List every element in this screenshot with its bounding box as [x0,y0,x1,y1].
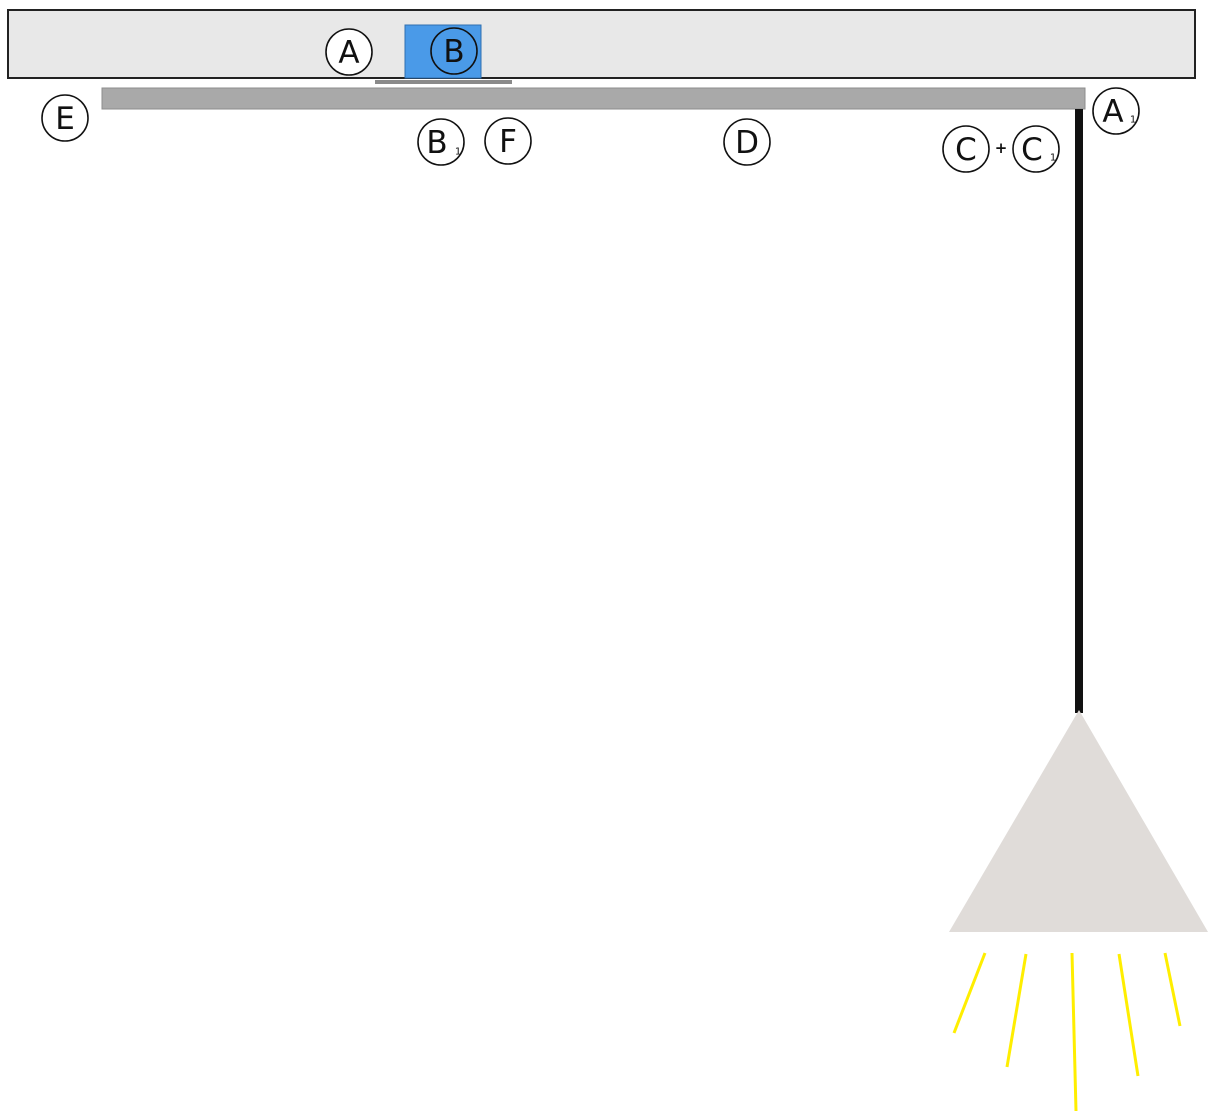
svg-text:1: 1 [1130,115,1136,126]
light-ray [1072,953,1076,1111]
label-a1: A 1 [1093,88,1139,134]
light-ray [954,953,985,1033]
label-b: B [431,28,477,74]
slider-plate [375,80,512,84]
svg-text:C: C [1021,132,1043,168]
label-b1: B 1 [418,119,464,165]
cable [1075,109,1083,713]
rail [102,88,1085,109]
svg-text:B: B [443,34,464,70]
svg-text:1: 1 [455,147,461,158]
label-a: A [326,29,372,75]
svg-text:A: A [338,35,359,71]
svg-text:D: D [735,125,759,161]
svg-text:1: 1 [1050,153,1056,164]
light-ray [1119,954,1138,1076]
label-c1: C 1 [1013,126,1059,172]
light-ray [1165,953,1180,1026]
svg-text:F: F [499,124,517,160]
light-rays [954,953,1180,1111]
label-e: E [42,95,88,141]
label-c: C [943,126,989,172]
label-d: D [724,119,770,165]
label-f: F [485,118,531,164]
plus-sign: + [995,139,1008,157]
svg-text:B: B [426,125,447,161]
svg-text:C: C [955,132,977,168]
svg-text:E: E [55,101,75,137]
ceiling-mount [8,10,1195,78]
light-ray [1007,954,1026,1067]
lamp-shade [949,710,1208,932]
svg-text:A: A [1102,94,1123,130]
